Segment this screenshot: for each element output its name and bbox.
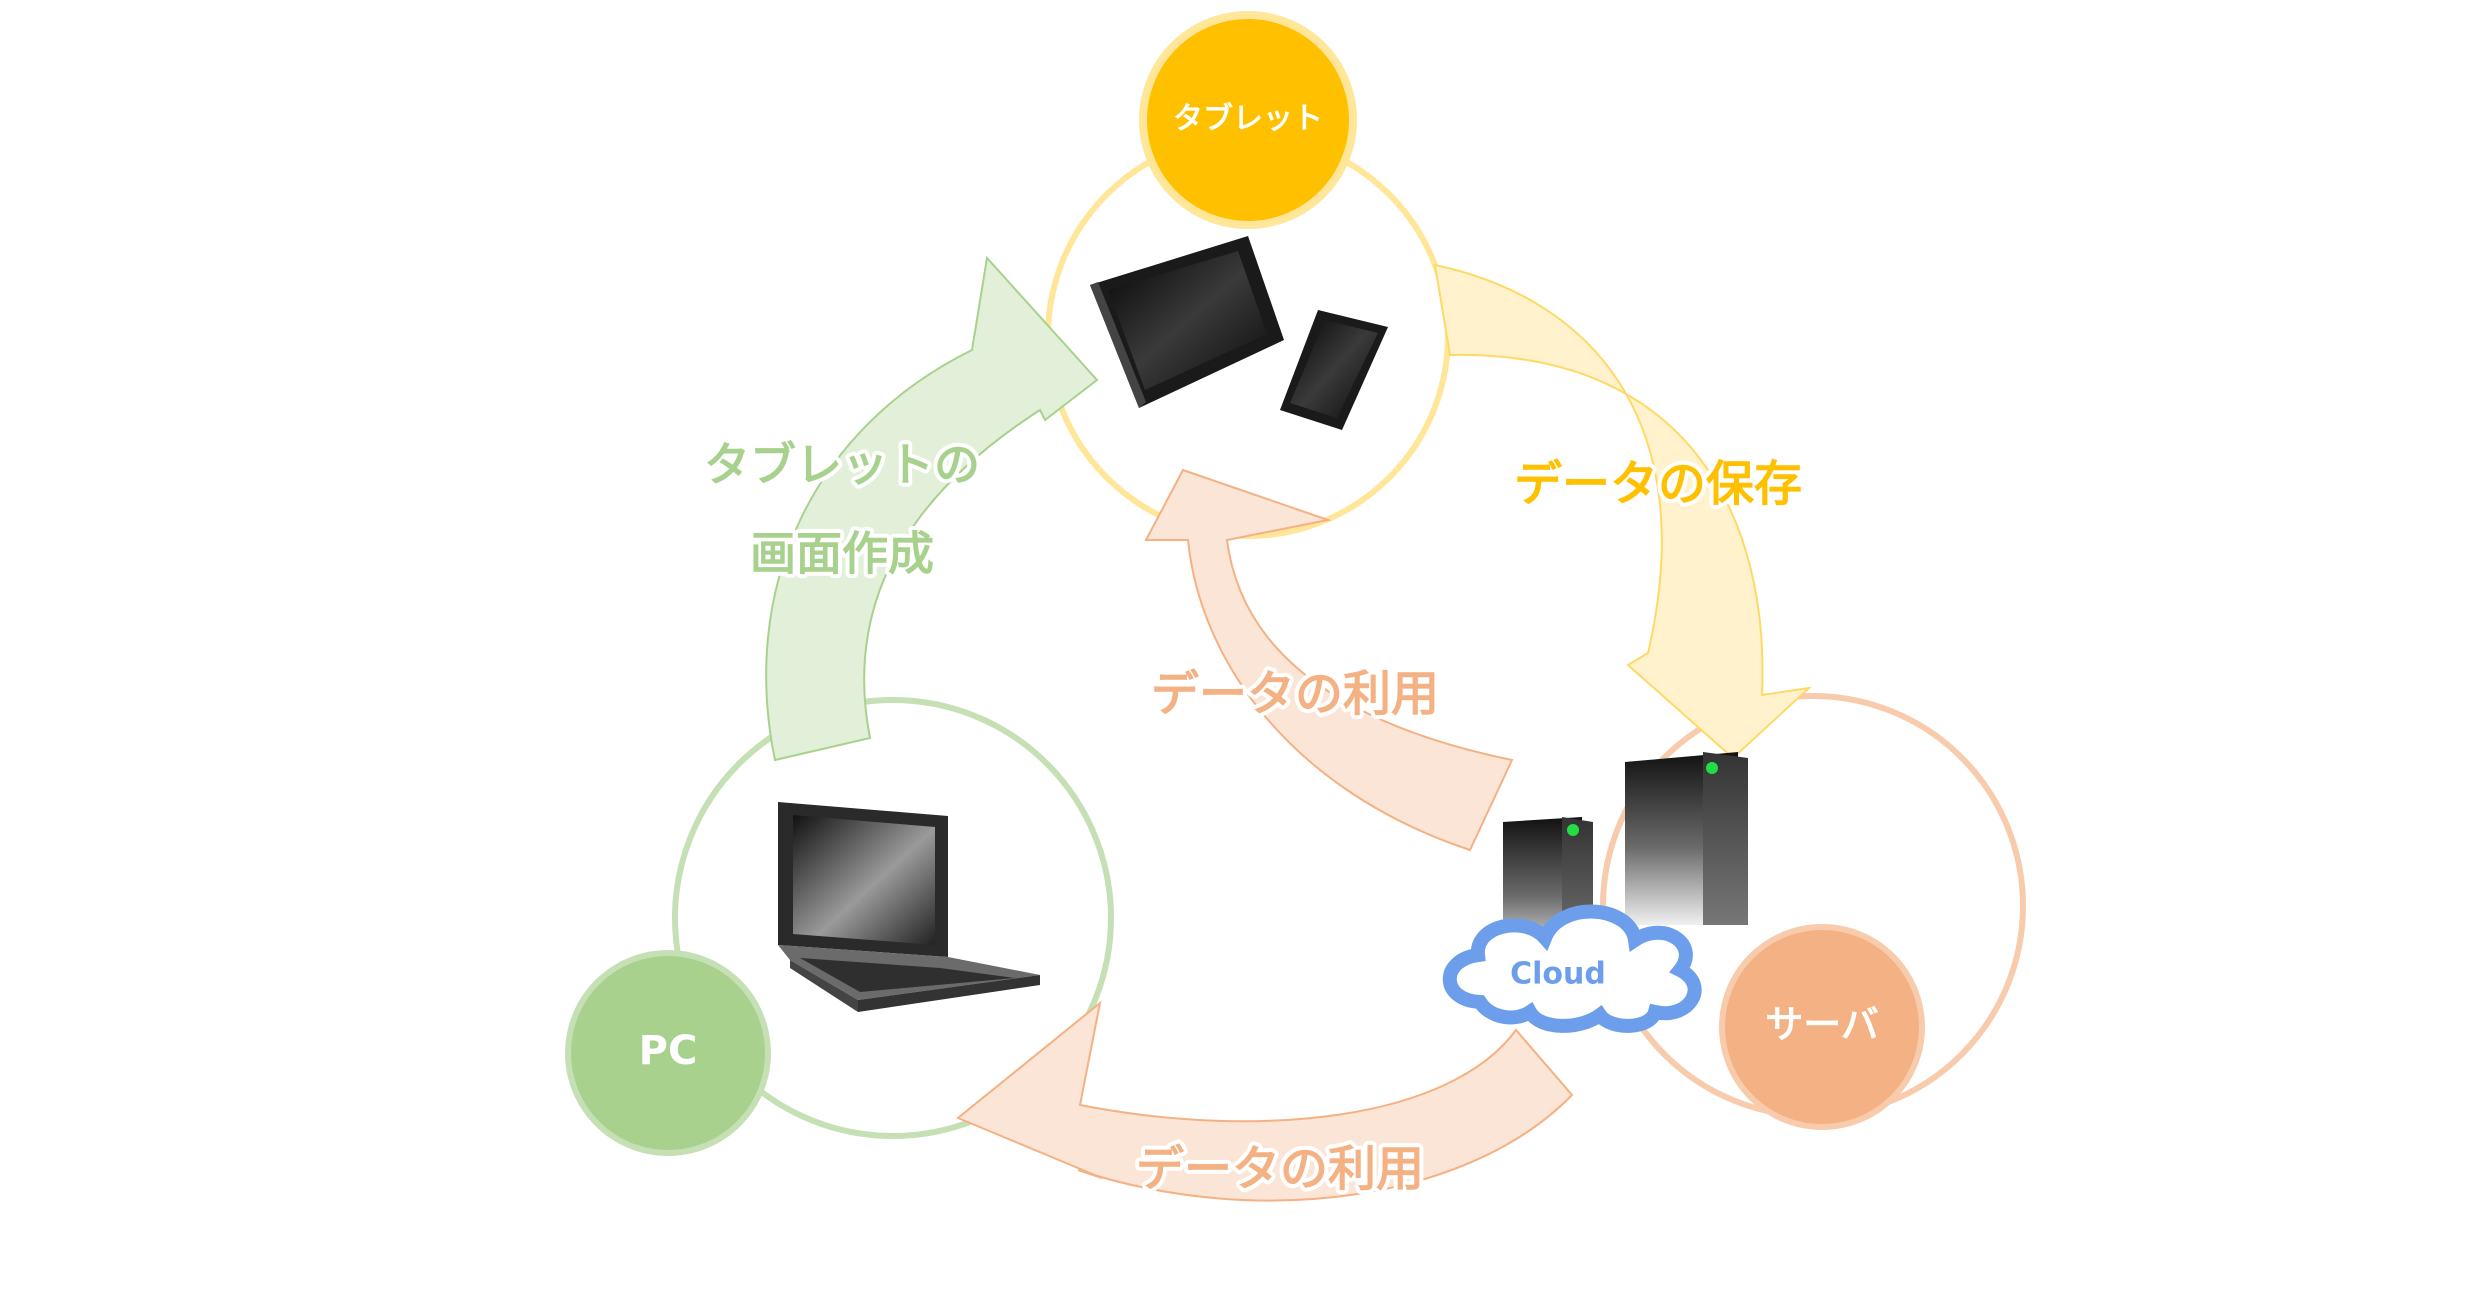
pc-ring	[672, 697, 1114, 1139]
arrow-data-save	[1433, 263, 1813, 760]
cloud-icon: Cloud	[1442, 904, 1702, 1033]
pc-node-circle	[565, 950, 771, 1156]
pc-node-label: PC	[639, 1028, 698, 1074]
arrow-tablet-screen	[765, 255, 1099, 762]
cloud-label: Cloud	[1510, 957, 1606, 992]
data-use-upper-label: データの利用	[1151, 666, 1439, 722]
server-node-label: サーバ	[1765, 1003, 1879, 1047]
tablet-screen-label-line2: 画面作成	[750, 527, 934, 581]
data-use-lower-label: データの利用	[1136, 1141, 1424, 1197]
arrow-data-use-upper	[1144, 468, 1514, 852]
server-node-circle	[1719, 924, 1925, 1130]
tablet-node-label: タブレット	[1173, 102, 1323, 137]
tablet-device-icon	[1090, 236, 1284, 408]
server-tower-large-icon	[1625, 752, 1748, 925]
arrow-data-use-lower	[956, 1000, 1574, 1202]
laptop-icon	[778, 802, 1040, 1012]
smartphone-icon	[1280, 310, 1388, 430]
tablet-node-circle	[1139, 11, 1357, 229]
data-save-label: データの保存	[1514, 456, 1802, 512]
tablet-screen-label-line1: タブレットの	[704, 438, 980, 492]
